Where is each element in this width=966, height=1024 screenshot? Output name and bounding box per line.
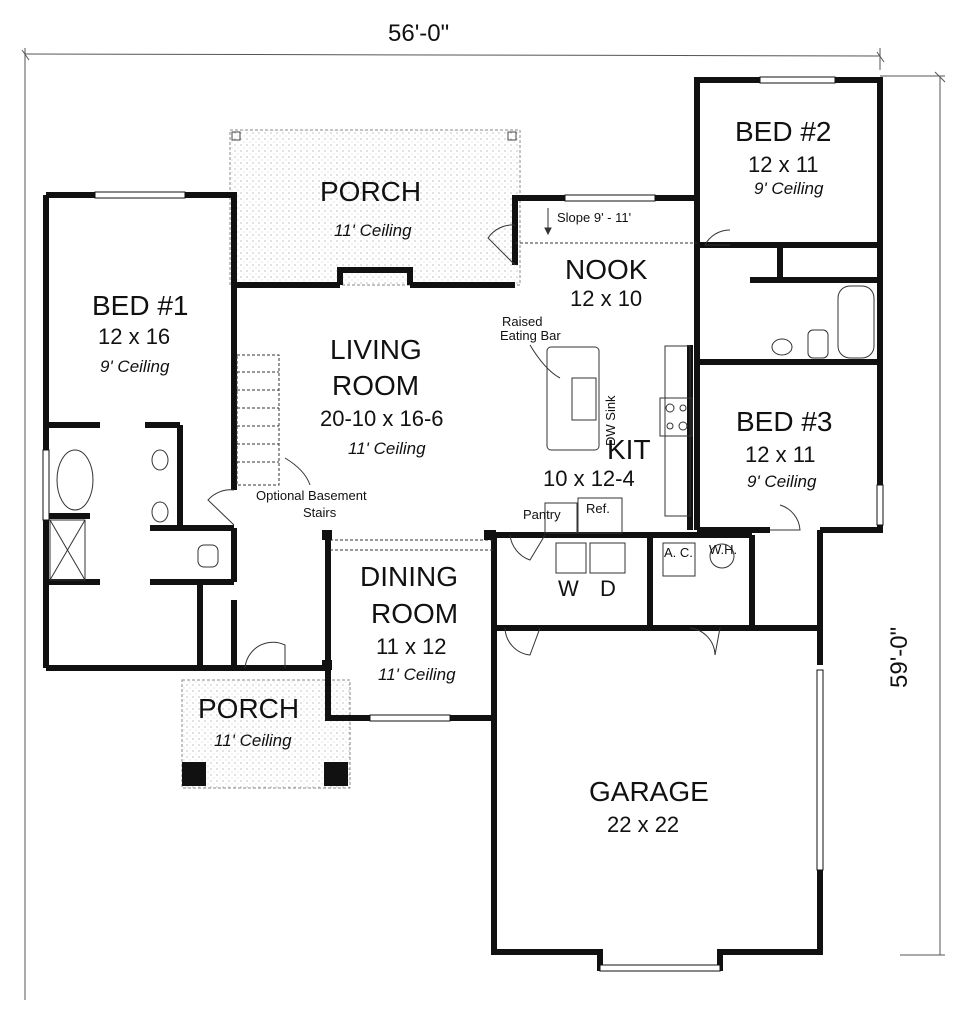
eating-bar-2: Eating Bar [500,328,561,343]
ref-label: Ref. [586,501,610,516]
nook-size: 12 x 10 [570,286,643,311]
living-size: 20-10 x 16-6 [320,406,444,431]
nook-name: NOOK [565,254,648,285]
dining-ceiling: 11' Ceiling [378,665,456,684]
living-name-2: ROOM [332,370,420,401]
bed2-ceiling: 9' Ceiling [754,179,824,198]
kitchen-name: KIT [607,434,651,465]
dining-name-2: ROOM [371,598,459,629]
living-ceiling: 11' Ceiling [348,439,426,458]
pantry-label: Pantry [523,507,561,522]
ac-label: A. C. [664,545,693,560]
dining-size: 11 x 12 [376,634,447,659]
bed1-name: BED #1 [92,290,189,321]
porch-front-name: PORCH [320,176,422,207]
dimension-lines [21,48,946,1000]
garage-name: GARAGE [589,776,709,807]
dryer-label: D [600,576,616,601]
washer-label: W [558,576,579,601]
dining-name-1: DINING [360,561,458,592]
bed2-size: 12 x 11 [748,152,819,177]
eating-bar-1: Raised [502,314,543,329]
bed1-ceiling: 9' Ceiling [100,357,170,376]
living-name-1: LIVING [330,334,422,365]
overall-width-label: 56'-0" [388,20,450,47]
overall-depth-label: 59'-0" [886,626,913,688]
nook-slope: Slope 9' - 11' [557,210,632,225]
bed3-name: BED #3 [736,406,833,437]
stairs-label-1: Optional Basement [256,488,367,503]
garage-size: 22 x 22 [607,812,680,837]
bed3-size: 12 x 11 [745,442,816,467]
wh-label: W.H. [709,542,738,557]
porch-front-ceiling: 11' Ceiling [334,221,412,240]
stairs-label-2: Stairs [303,505,337,520]
porch-side-name: PORCH [198,693,300,724]
bed3-ceiling: 9' Ceiling [747,472,817,491]
porch-side-ceiling: 11' Ceiling [214,731,292,750]
bed2-name: BED #2 [735,116,832,147]
bed1-size: 12 x 16 [98,324,171,349]
kitchen-size: 10 x 12-4 [543,466,635,491]
